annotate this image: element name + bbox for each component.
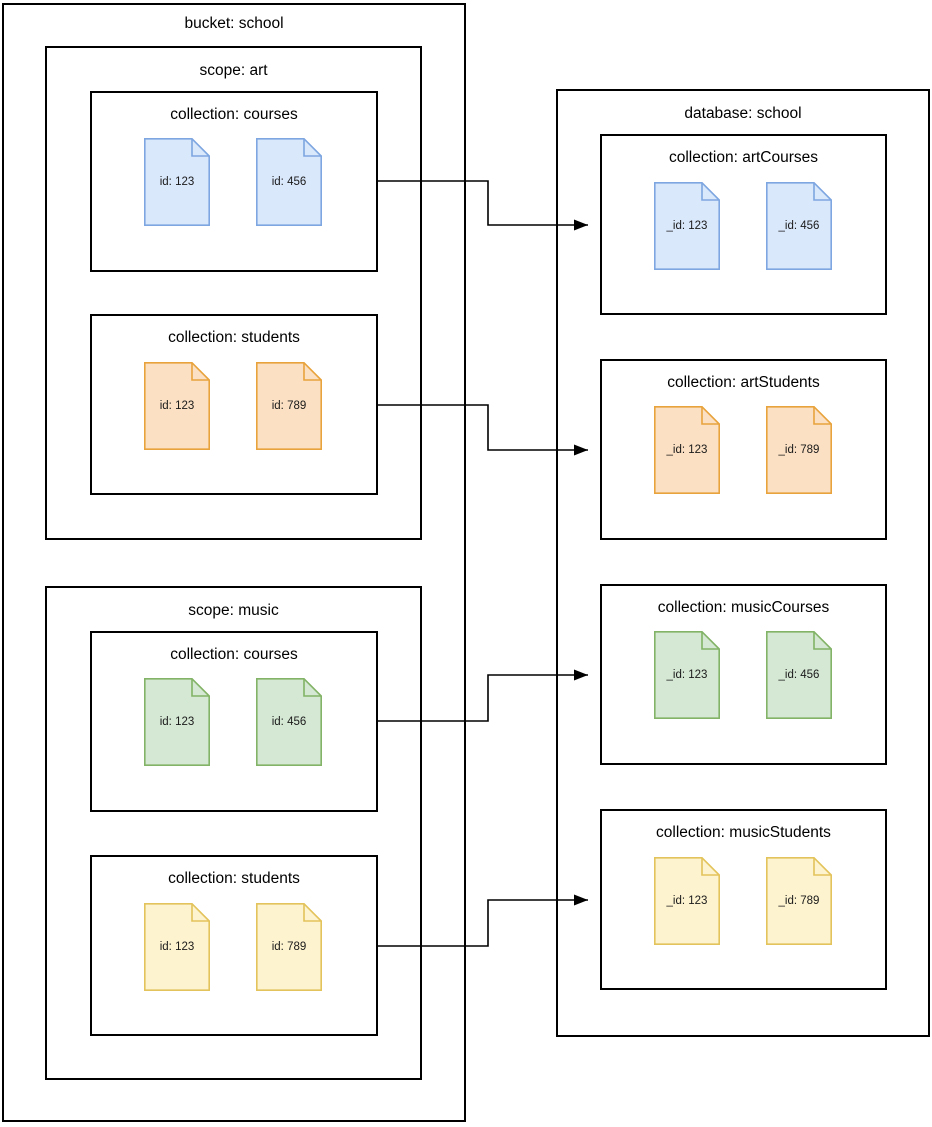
document-label: _id: 789 — [778, 444, 820, 456]
document-label: id: 123 — [159, 716, 195, 728]
document-icon — [144, 678, 210, 766]
document-icon — [766, 182, 832, 270]
document-label: id: 123 — [159, 941, 195, 953]
scope-art-collection-courses-box: collection: courses — [90, 91, 378, 272]
scope-art-label: scope: art — [199, 62, 268, 79]
document-shape: _id: 789 — [766, 406, 832, 494]
bucket-school-box: bucket: school — [2, 3, 466, 1122]
database-collection-artstudents-box: collection: artStudents — [600, 359, 887, 540]
document-shape: _id: 456 — [766, 631, 832, 719]
database-label: database: school — [684, 105, 802, 122]
document-icon — [256, 138, 322, 226]
database-collection-musicstudents-box: collection: musicStudents — [600, 809, 887, 990]
database-collection-artcourses-label: collection: artCourses — [668, 149, 819, 166]
document-label: id: 123 — [159, 176, 195, 188]
scope-art-collection-courses-label: collection: courses — [170, 106, 298, 123]
document-shape: id: 123 — [144, 362, 210, 450]
document-icon — [654, 631, 720, 719]
document-icon — [766, 857, 832, 945]
scope-art-box: scope: art — [45, 46, 422, 540]
scope-art-collection-students-label: collection: students — [168, 329, 300, 346]
bucket-label: bucket: school — [184, 15, 284, 32]
document-icon — [144, 903, 210, 991]
document-icon — [144, 362, 210, 450]
document-shape: id: 123 — [144, 138, 210, 226]
document-label: _id: 789 — [778, 895, 820, 907]
document-shape: _id: 123 — [654, 857, 720, 945]
document-label: _id: 123 — [666, 669, 708, 681]
document-icon — [256, 903, 322, 991]
document-label: _id: 456 — [778, 220, 820, 232]
document-shape: id: 456 — [256, 138, 322, 226]
document-icon — [654, 182, 720, 270]
scope-music-label: scope: music — [188, 602, 279, 619]
document-label: _id: 123 — [666, 220, 708, 232]
document-icon — [766, 631, 832, 719]
database-collection-musiccourses-label: collection: musicCourses — [657, 599, 830, 616]
document-shape: id: 456 — [256, 678, 322, 766]
document-shape: _id: 123 — [654, 182, 720, 270]
document-label: _id: 123 — [666, 444, 708, 456]
document-shape: id: 123 — [144, 678, 210, 766]
document-label: _id: 456 — [778, 669, 820, 681]
scope-music-collection-courses-label: collection: courses — [170, 646, 298, 663]
document-label: _id: 123 — [666, 895, 708, 907]
database-school-box: database: school — [556, 89, 930, 1037]
document-icon — [654, 857, 720, 945]
document-icon — [654, 406, 720, 494]
document-shape: _id: 123 — [654, 631, 720, 719]
document-label: id: 123 — [159, 400, 195, 412]
scope-music-collection-students-label: collection: students — [168, 870, 300, 887]
document-label: id: 456 — [271, 716, 307, 728]
document-icon — [766, 406, 832, 494]
database-collection-musiccourses-box: collection: musicCourses — [600, 584, 887, 765]
document-shape: _id: 789 — [766, 857, 832, 945]
scope-art-collection-students-box: collection: students — [90, 314, 378, 495]
document-shape: id: 789 — [256, 903, 322, 991]
document-icon — [144, 138, 210, 226]
scope-music-collection-students-box: collection: students — [90, 855, 378, 1036]
scope-music-collection-courses-box: collection: courses — [90, 631, 378, 812]
document-shape: _id: 456 — [766, 182, 832, 270]
database-collection-artstudents-label: collection: artStudents — [667, 374, 820, 391]
document-label: id: 789 — [271, 941, 307, 953]
document-label: id: 789 — [271, 400, 307, 412]
document-shape: _id: 123 — [654, 406, 720, 494]
document-icon — [256, 678, 322, 766]
document-label: id: 456 — [271, 176, 307, 188]
scope-music-box: scope: music — [45, 586, 422, 1080]
database-collection-artcourses-box: collection: artCourses — [600, 134, 887, 315]
document-shape: id: 123 — [144, 903, 210, 991]
database-collection-musicstudents-label: collection: musicStudents — [656, 824, 831, 841]
document-icon — [256, 362, 322, 450]
document-shape: id: 789 — [256, 362, 322, 450]
